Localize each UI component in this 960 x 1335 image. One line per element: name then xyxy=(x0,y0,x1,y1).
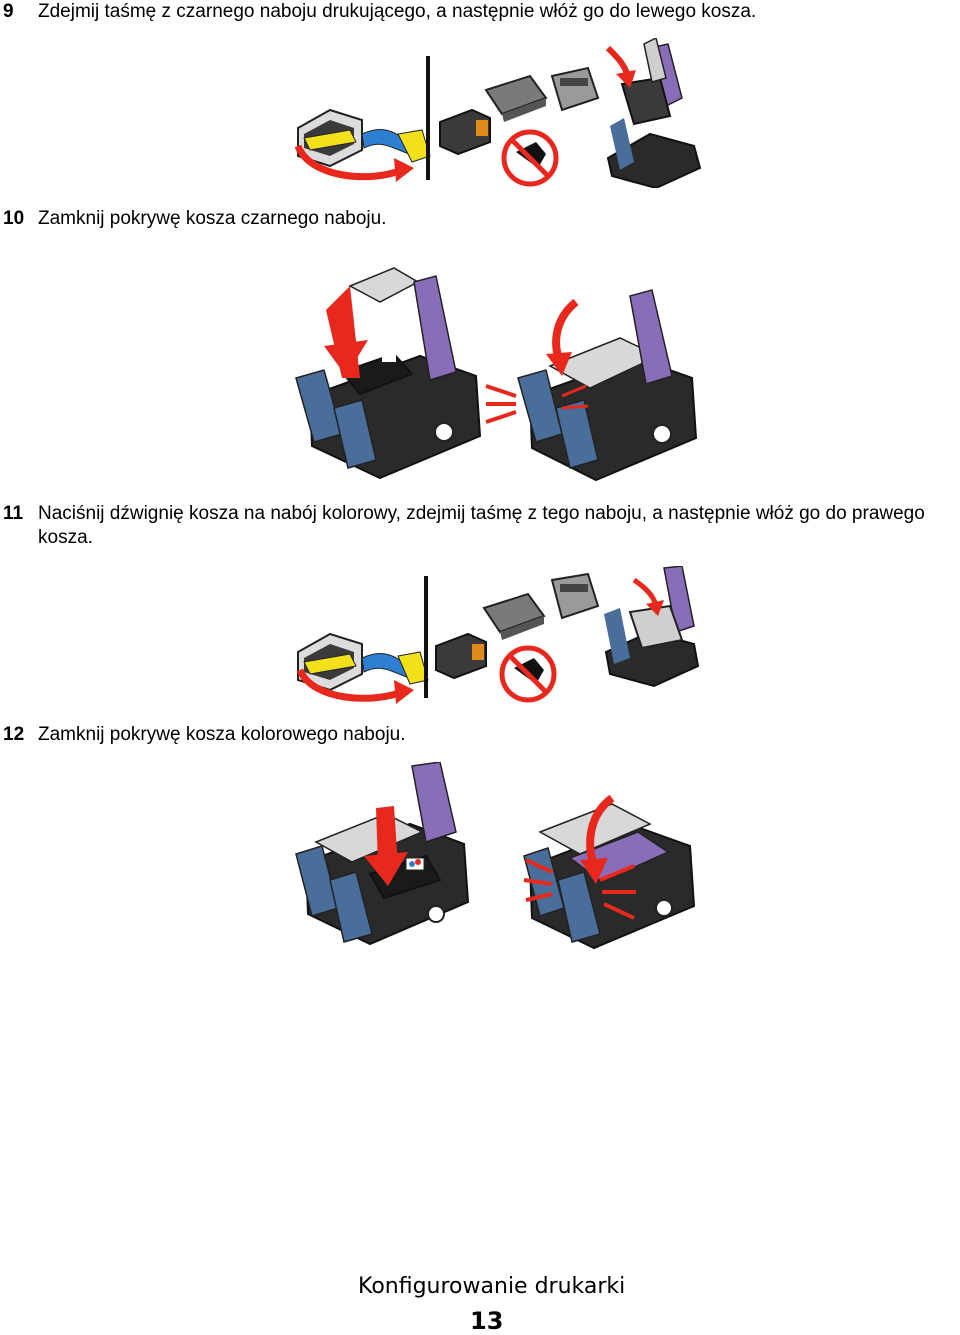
cartridge-side-view xyxy=(435,632,487,680)
illustration-close-color-lid xyxy=(295,762,696,950)
cartridge-upright xyxy=(550,572,600,620)
step-number: 12 xyxy=(3,724,25,745)
step-text: Naciśnij dźwignię kosza na nabój kolorow… xyxy=(38,503,925,524)
illustration-close-black-lid xyxy=(295,267,698,482)
cartridge-side-view xyxy=(439,108,491,156)
no-touch-warning-icon xyxy=(499,645,557,703)
illustration-remove-black-tape xyxy=(294,38,702,188)
carrier-lid-open xyxy=(295,762,470,946)
cartridge-tilted xyxy=(482,592,546,640)
cartridge-tilted xyxy=(484,74,548,122)
page-number: 13 xyxy=(470,1307,504,1335)
carrier-lid-open xyxy=(295,267,482,480)
curved-arrow xyxy=(296,668,404,702)
section-title: Konfigurowanie drukarki xyxy=(358,1274,626,1299)
black-cartridge-with-tape xyxy=(297,108,363,168)
click-lines xyxy=(485,384,517,424)
tape-strip xyxy=(361,129,431,163)
step-text: Zdejmij taśmę z czarnego naboju drukując… xyxy=(38,1,757,22)
printer-carrier-open xyxy=(604,566,700,688)
no-touch-warning-icon xyxy=(501,129,559,187)
illustration-remove-color-tape xyxy=(296,566,700,704)
carrier-lid-closed xyxy=(523,794,696,950)
step-number: 9 xyxy=(3,1,14,22)
carrier-lid-closed xyxy=(517,289,698,482)
curved-arrow xyxy=(294,144,404,181)
step-text: Zamknij pokrywę kosza kolorowego naboju. xyxy=(38,724,406,745)
step-number: 11 xyxy=(3,503,24,524)
cartridge-upright xyxy=(550,66,600,112)
printer-carrier-open xyxy=(605,38,702,188)
step-text-continued: kosza. xyxy=(38,527,93,548)
color-cartridge-with-tape xyxy=(297,632,363,692)
step-number: 10 xyxy=(3,208,25,229)
step-text: Zamknij pokrywę kosza czarnego naboju. xyxy=(38,208,387,229)
tape-strip xyxy=(361,651,429,685)
